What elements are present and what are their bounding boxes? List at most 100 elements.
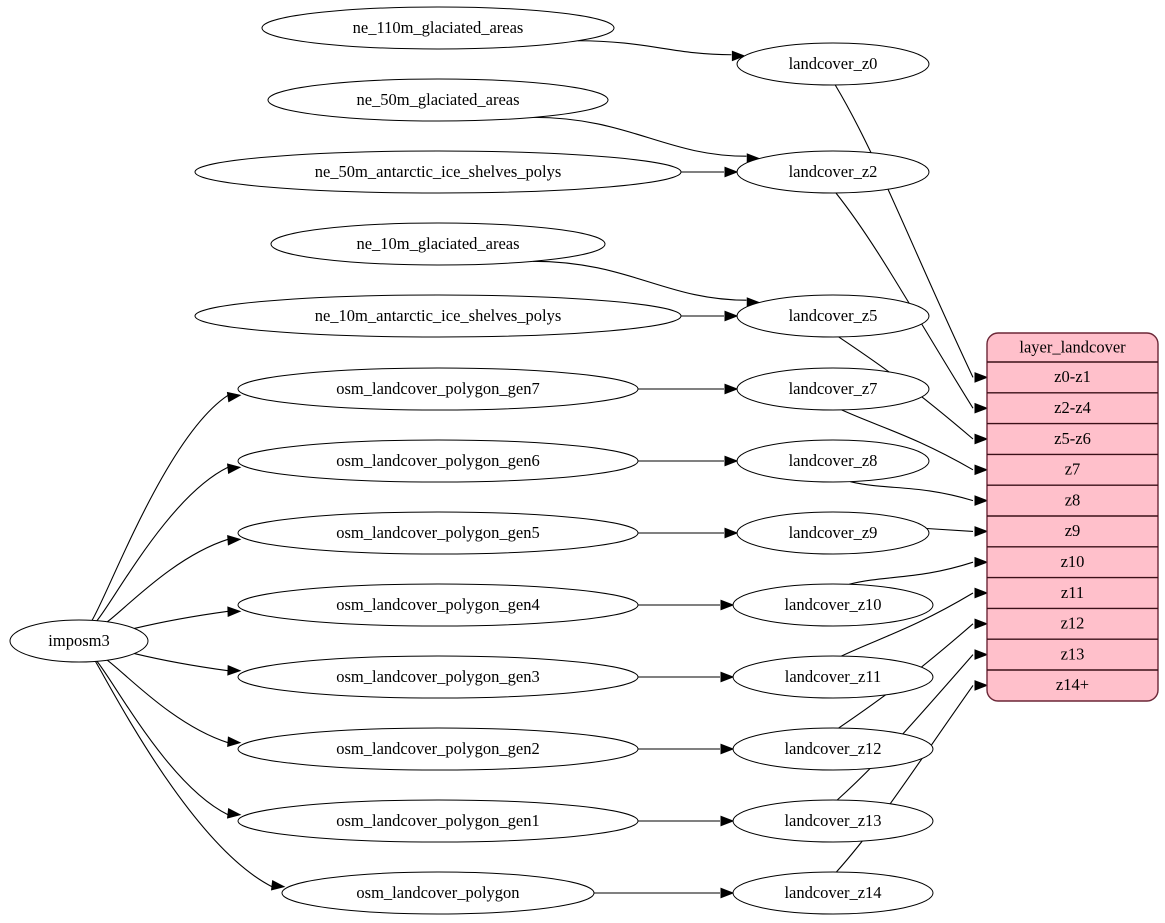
node-label: ne_110m_glaciated_areas [353,18,524,37]
node-shape [270,222,606,266]
node-ne-110m-glaciated-areas[interactable]: ne_110m_glaciated_areas [261,6,615,50]
node-label: landcover_z2 [789,162,878,181]
node-shape [732,727,934,771]
node-landcover-z7[interactable]: landcover_z7 [736,367,930,411]
node-landcover-z0[interactable]: landcover_z0 [736,42,930,86]
node-label: osm_landcover_polygon_gen4 [336,595,539,614]
edge-arrowhead [974,587,989,599]
node-landcover-z10[interactable]: landcover_z10 [732,583,934,627]
node-osm-landcover-polygon-gen7[interactable]: osm_landcover_polygon_gen7 [237,367,639,411]
edge-arrowhead [974,649,989,660]
node-shape [194,150,682,194]
node-ne-50m-glaciated-areas[interactable]: ne_50m_glaciated_areas [267,78,609,122]
layer-landcover-record[interactable]: layer_landcover z0-z1 z2-z4 z5-z6 z7 z8 z9 z10 z… [986,332,1159,702]
record-row-z10[interactable]: z10 [1061,552,1085,571]
node-label: landcover_z0 [789,54,878,73]
record-row-z0-z1[interactable]: z0-z1 [1054,367,1091,386]
node-shape [736,150,930,194]
node-imposm3[interactable]: imposm3 [9,619,149,663]
edge-landcover_z8-to-z8 [850,481,974,502]
node-landcover-z5[interactable]: landcover_z5 [736,294,930,338]
edge-arrowhead [974,402,989,414]
node-landcover-z9[interactable]: landcover_z9 [736,511,930,555]
edge-arrowhead [720,599,735,611]
node-label: osm_landcover_polygon_gen7 [336,379,539,398]
node-osm-landcover-polygon-gen3[interactable]: osm_landcover_polygon_gen3 [237,655,639,699]
node-landcover-z14[interactable]: landcover_z14 [732,871,934,915]
node-label: ne_50m_glaciated_areas [356,90,519,109]
edge-arrowhead [720,887,735,899]
node-shape [237,439,639,483]
edge-arrowhead [720,815,735,827]
node-osm-landcover-polygon-gen6[interactable]: osm_landcover_polygon_gen6 [237,439,639,483]
node-label: osm_landcover_polygon_gen1 [336,811,539,830]
node-ne-10m-antarctic-ice-shelves-polys[interactable]: ne_10m_antarctic_ice_shelves_polys [194,294,682,338]
node-osm-landcover-polygon-gen1[interactable]: osm_landcover_polygon_gen1 [237,799,639,843]
record-header-label: layer_landcover [1019,337,1126,356]
node-label: osm_landcover_polygon [356,883,519,902]
node-landcover-z11[interactable]: landcover_z11 [732,655,934,699]
node-landcover-z13[interactable]: landcover_z13 [732,799,934,843]
node-landcover-z8[interactable]: landcover_z8 [736,439,930,483]
node-shape [237,583,639,627]
edge-arrowhead [974,618,989,630]
record-row-z7[interactable]: z7 [1065,460,1081,479]
node-label: landcover_z11 [785,667,882,686]
edge-arrowhead [720,671,735,683]
node-landcover-z2[interactable]: landcover_z2 [736,150,930,194]
edge-arrowhead [227,736,242,748]
record-layer: layer_landcover z0-z1 z2-z4 z5-z6 z7 z8 z9 z10 z… [986,332,1159,702]
node-shape [736,511,930,555]
node-landcover-z12[interactable]: landcover_z12 [732,727,934,771]
edge-imposm3-to-osm_landcover_polygon_gen1 [96,660,229,816]
edge-arrowhead [227,664,242,676]
edge-arrowhead [724,455,739,467]
edge-arrowhead [724,527,739,539]
node-osm-landcover-polygon-gen5[interactable]: osm_landcover_polygon_gen5 [237,511,639,555]
edge-landcover_z2-to-z2-z4 [835,192,974,409]
node-label: osm_landcover_polygon_gen5 [336,523,539,542]
node-ne-10m-glaciated-areas[interactable]: ne_10m_glaciated_areas [270,222,606,266]
edge-arrowhead [974,556,989,568]
node-layer: imposm3 ne_110m_glaciated_areas ne_50m_gla… [9,6,934,915]
edge-layer [91,40,989,899]
record-row-z9[interactable]: z9 [1065,521,1081,540]
edge-ne_110m_glaciated_areas-to-landcover_z0 [577,40,732,56]
record-row-z8[interactable]: z8 [1065,490,1081,509]
record-row-z5-z6[interactable]: z5-z6 [1054,429,1091,448]
node-osm-landcover-polygon-gen4[interactable]: osm_landcover_polygon_gen4 [237,583,639,627]
node-shape [736,294,930,338]
node-shape [237,367,639,411]
node-shape [237,511,639,555]
edge-arrowhead [720,743,735,755]
edge-landcover_z0-to-z0-z1 [834,84,974,378]
node-shape [9,619,149,663]
edge-arrowhead [724,166,739,178]
record-row-z12[interactable]: z12 [1061,614,1085,633]
edge-arrowhead [974,526,989,537]
edge-landcover_z10-to-z10 [849,561,974,585]
node-osm-landcover-polygon[interactable]: osm_landcover_polygon [281,871,595,915]
edge-imposm3-to-osm_landcover_polygon_gen7 [91,394,229,621]
edge-imposm3-to-osm_landcover_polygon_gen5 [106,538,229,623]
record-row-z2-z4[interactable]: z2-z4 [1054,398,1091,417]
node-label: ne_10m_glaciated_areas [356,234,519,253]
record-row-z11[interactable]: z11 [1061,583,1084,602]
node-label: landcover_z8 [789,451,878,470]
node-label: landcover_z10 [784,595,881,614]
node-osm-landcover-polygon-gen2[interactable]: osm_landcover_polygon_gen2 [237,727,639,771]
record-row-z13[interactable]: z13 [1061,644,1085,663]
edge-arrowhead [724,383,739,395]
record-row-z14-[interactable]: z14+ [1056,675,1089,694]
node-shape [267,78,609,122]
node-label: landcover_z12 [784,739,881,758]
node-label: osm_landcover_polygon_gen2 [336,739,539,758]
node-shape [736,367,930,411]
node-label: landcover_z7 [789,379,878,398]
node-ne-50m-antarctic-ice-shelves-polys[interactable]: ne_50m_antarctic_ice_shelves_polys [194,150,682,194]
edge-arrowhead [226,807,242,819]
edge-arrowhead [270,879,286,891]
edge-imposm3-to-osm_landcover_polygon [94,661,273,888]
